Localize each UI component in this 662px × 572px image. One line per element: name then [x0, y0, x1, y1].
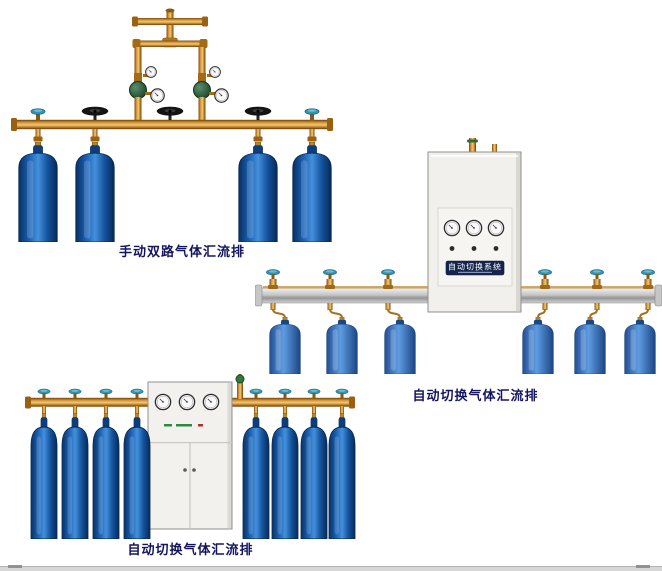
product-figure-manual-dual	[10, 8, 345, 248]
caption-manual-dual-manifold: 手动双路气体汇流排	[118, 245, 245, 260]
gas-cylinder	[92, 413, 120, 539]
gas-cylinder	[574, 317, 606, 374]
valve-handwheel	[81, 106, 109, 120]
cabinet-label-plate	[445, 260, 505, 276]
caption-auto-switch-manifold-floor: 自动切换气体汇流排	[127, 543, 254, 558]
door-handle	[192, 468, 196, 472]
teal-valve-cap	[30, 108, 46, 121]
gas-cylinder	[300, 413, 328, 539]
gas-cylinder	[75, 142, 115, 242]
door-handle	[183, 468, 187, 472]
pressure-gauge	[202, 393, 220, 411]
indicator-mark	[164, 424, 172, 427]
gas-cylinder	[328, 413, 356, 539]
cylinder-valve-drop	[37, 388, 144, 414]
pressure-gauge	[178, 393, 196, 411]
auto-switch-floor-manifold-illustration	[25, 374, 356, 539]
product-figure-auto-switch-floor	[18, 372, 358, 545]
gas-cylinder	[624, 317, 656, 374]
gas-cylinder	[61, 413, 89, 539]
pressure-regulator-left	[129, 66, 165, 121]
indicator-mark	[198, 424, 203, 427]
pressure-gauge	[487, 219, 505, 237]
floor-cabinet	[147, 381, 233, 530]
header-pipe-right	[229, 396, 355, 409]
gas-cylinder	[271, 413, 299, 539]
indicator-mark	[176, 424, 192, 427]
control-knob	[471, 246, 477, 251]
caption-auto-switch-manifold-wall: 自动切换气体汇流排	[412, 389, 539, 404]
gas-cylinder	[384, 317, 416, 374]
cabinet-sublabel-line	[458, 271, 492, 273]
gas-cylinder	[123, 413, 151, 539]
header-pipe	[11, 118, 333, 131]
teal-valve-cap	[304, 108, 320, 121]
control-cabinet: 自动切换系统	[427, 138, 522, 313]
gas-cylinder	[18, 142, 58, 242]
auto-switch-manifold-illustration: 自动切换系统	[255, 138, 662, 374]
pressure-gauge	[145, 66, 157, 78]
riser-valve	[235, 374, 245, 399]
valve-handwheel	[244, 106, 272, 120]
pressure-gauge	[150, 88, 165, 103]
bottom-mark-right	[636, 565, 650, 568]
rail-valve	[589, 269, 604, 319]
rail-valve	[323, 269, 343, 319]
control-knob	[449, 246, 455, 251]
rail-valve	[639, 269, 655, 319]
pressure-gauge	[209, 66, 221, 78]
rail-valve	[537, 269, 552, 319]
gas-cylinder	[30, 413, 58, 539]
pressure-gauge	[443, 219, 461, 237]
pressure-gauge	[214, 88, 229, 103]
pressure-gauge	[154, 393, 172, 411]
gas-cylinder	[269, 317, 301, 374]
valve-handwheel	[156, 106, 184, 120]
top-inlet-assembly	[132, 8, 208, 75]
rail-valve	[381, 269, 401, 319]
gas-cylinder	[242, 413, 270, 539]
door-seam	[189, 442, 191, 529]
gas-cylinder	[326, 317, 358, 374]
cylinder-drop-fitting	[33, 129, 317, 142]
bottom-mark-left	[8, 565, 22, 568]
rail-valve	[266, 269, 286, 319]
cabinet-label-text: 自动切换系统	[448, 262, 502, 272]
manual-dual-manifold-illustration	[11, 8, 333, 242]
cylinder-valve-drop	[249, 388, 349, 414]
pressure-regulator-right	[193, 66, 229, 121]
control-knob	[493, 246, 499, 251]
gas-cylinder	[522, 317, 554, 374]
bottom-divider	[0, 566, 662, 571]
product-figure-auto-switch-wall: 自动切换系统	[255, 138, 662, 385]
pressure-gauge	[465, 219, 483, 237]
